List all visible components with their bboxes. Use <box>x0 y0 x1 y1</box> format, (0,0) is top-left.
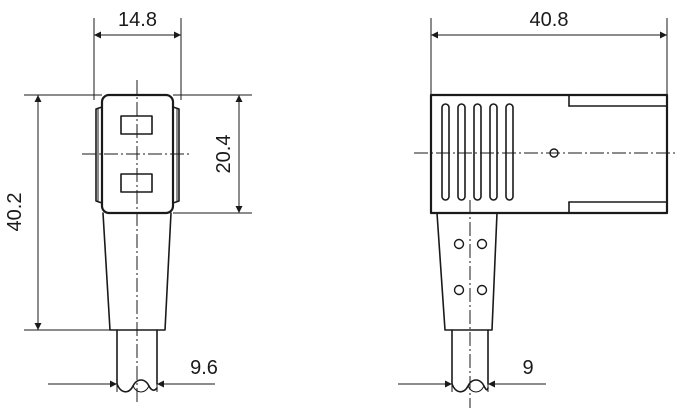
side-length-dimension: 40.8 <box>430 9 668 100</box>
front-view: 14.8 40.2 20.4 9.6 <box>4 9 252 404</box>
side-strain-relief <box>436 212 498 331</box>
side-housing <box>429 93 669 215</box>
front-width-label: 14.8 <box>118 9 157 31</box>
front-width-dimension: 14.8 <box>93 9 182 100</box>
front-cable-dimension: 9.6 <box>48 330 218 392</box>
side-view: 40.8 9 <box>398 9 676 408</box>
front-height-dimension: 40.2 <box>4 94 110 331</box>
side-cable-dimension: 9 <box>398 330 546 392</box>
front-body-height-label: 20.4 <box>213 135 235 174</box>
front-body-height-dimension: 20.4 <box>173 94 252 214</box>
side-length-label: 40.8 <box>530 9 569 31</box>
side-cable-label: 9 <box>522 357 533 379</box>
front-height-label: 40.2 <box>4 193 26 232</box>
front-cable-label: 9.6 <box>190 357 218 379</box>
